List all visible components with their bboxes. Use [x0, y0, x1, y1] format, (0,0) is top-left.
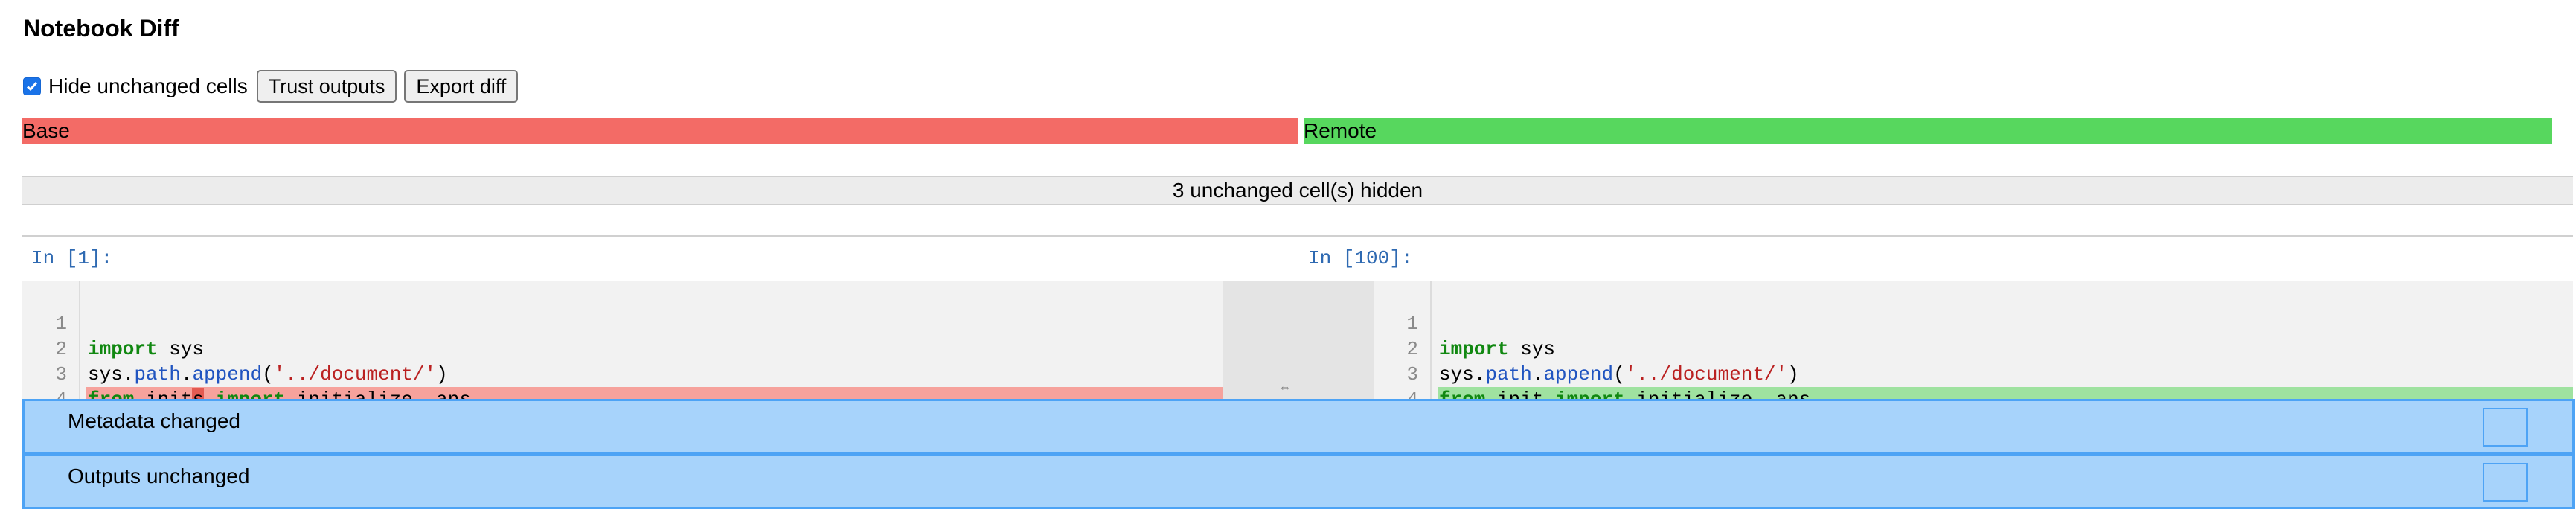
- code-line: 2 sys.path.append('../document/'): [1374, 311, 2573, 386]
- code-text: sys.path.append('../document/'): [1439, 363, 1799, 386]
- toolbar: Hide unchanged cells Trust outputs Expor…: [23, 68, 519, 104]
- export-diff-button[interactable]: Export diff: [404, 70, 519, 103]
- code-line: 4 res = initialize("../document/answer-5…: [22, 362, 1223, 436]
- outputs-section[interactable]: Outputs unchanged: [22, 454, 2575, 509]
- hide-unchanged-label: Hide unchanged cells: [48, 74, 248, 97]
- outputs-label: Outputs unchanged: [68, 464, 250, 487]
- code-line: 1 import sys: [1374, 286, 2573, 360]
- merge-gutter: [1223, 281, 1374, 399]
- line-number: 3: [55, 363, 67, 386]
- code-text: import sys: [1439, 338, 1556, 360]
- remote-code-pane[interactable]: 1 import sys 2 sys.path.append('../docum…: [1374, 281, 2573, 436]
- checkbox-checked-icon[interactable]: [23, 77, 41, 95]
- divider: [22, 235, 2573, 237]
- remote-header: Remote: [1304, 118, 2552, 144]
- line-gutter: [1374, 281, 1432, 399]
- base-cell-prompt: In [1]:: [31, 247, 113, 269]
- code-text: sys.path.append('../document/'): [88, 363, 448, 386]
- page-title: Notebook Diff: [23, 15, 179, 42]
- line-number: 3: [1406, 363, 1418, 386]
- line-number: 2: [1406, 338, 1418, 360]
- merge-arrows-icon[interactable]: ⇔: [1278, 380, 1292, 394]
- hide-unchanged-toggle[interactable]: Hide unchanged cells: [23, 74, 248, 98]
- code-line: 4 res = initialize("../document/answer-5…: [1374, 362, 2573, 436]
- trust-outputs-button[interactable]: Trust outputs: [256, 70, 397, 103]
- metadata-toggle-box[interactable]: [2483, 408, 2528, 447]
- remote-cell-prompt: In [100]:: [1308, 247, 1413, 269]
- line-number: 2: [55, 338, 67, 360]
- line-number: 1: [1406, 313, 1418, 335]
- code-line: 2 sys.path.append('../document/'): [22, 311, 1223, 386]
- code-line: 1 import sys: [22, 286, 1223, 360]
- base-code-pane[interactable]: 1 import sys 2 sys.path.append('../docum…: [22, 281, 1223, 436]
- unchanged-cells-summary[interactable]: 3 unchanged cell(s) hidden: [22, 176, 2573, 205]
- metadata-section[interactable]: Metadata changed: [22, 399, 2575, 454]
- code-line-deleted: 3 from inits import initialize, ans: [22, 336, 1223, 412]
- base-header: Base: [22, 118, 1298, 144]
- code-line-added: 3 from init import initialize, ans: [1374, 336, 2573, 412]
- code-text: import sys: [88, 338, 205, 360]
- outputs-toggle-box[interactable]: [2483, 463, 2528, 502]
- metadata-label: Metadata changed: [68, 409, 240, 432]
- line-gutter: [22, 281, 80, 399]
- line-number: 1: [55, 313, 67, 335]
